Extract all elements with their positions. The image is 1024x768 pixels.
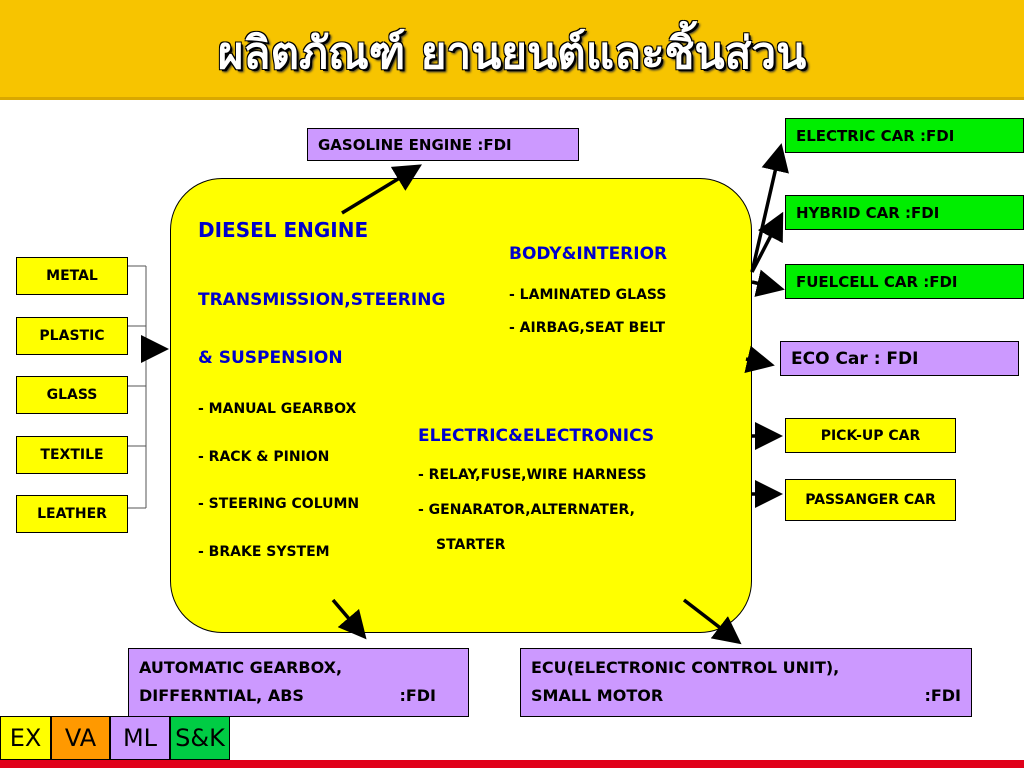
diesel-engine-label: DIESEL ENGINE — [198, 218, 369, 242]
trans-item-manual-gearbox: - MANUAL GEARBOX — [198, 401, 357, 417]
arrow-to-fuelcell-car — [751, 269, 785, 297]
elec-item-relay: - RELAY,FUSE,WIRE HARNESS — [418, 467, 647, 483]
trans-item-rack-pinion: - RACK & PINION — [198, 449, 330, 465]
legend-ex: EX — [0, 716, 51, 760]
body-interior-label: BODY&INTERIOR — [509, 244, 668, 264]
transmission-label: TRANSMISSION,STEERING — [198, 290, 446, 310]
passanger-car-box: PASSANGER CAR — [785, 479, 956, 521]
header-band: ผลิตภัณฑ์ ยานยนต์และชิ้นส่วน — [0, 0, 1024, 100]
material-leather: LEATHER — [16, 495, 128, 533]
automatic-gearbox-line1: AUTOMATIC GEARBOX, — [139, 658, 343, 677]
suspension-label: & SUSPENSION — [198, 348, 343, 368]
material-textile: TEXTILE — [16, 436, 128, 474]
electric-car-box: ELECTRIC CAR :FDI — [785, 118, 1024, 153]
material-metal: METAL — [16, 257, 128, 295]
eco-car-box: ECO Car : FDI — [780, 341, 1019, 376]
core-components-box — [170, 178, 752, 633]
gasoline-engine-box: GASOLINE ENGINE :FDI — [307, 128, 579, 161]
arrow-to-hybrid-car — [750, 211, 784, 273]
pickup-car-box: PICK-UP CAR — [785, 418, 956, 453]
arrow-to-automatic-gearbox — [331, 598, 367, 640]
arrow-to-ecu — [682, 598, 742, 645]
body-item-airbag: - AIRBAG,SEAT BELT — [509, 320, 666, 336]
arrow-to-eco-car — [744, 345, 775, 373]
material-plastic: PLASTIC — [16, 317, 128, 355]
material-glass: GLASS — [16, 376, 128, 414]
automatic-gearbox-box: AUTOMATIC GEARBOX, DIFFERNTIAL, ABS :FDI — [128, 648, 469, 717]
arrow-to-gasoline — [341, 164, 422, 215]
hybrid-car-box: HYBRID CAR :FDI — [785, 195, 1024, 230]
automatic-gearbox-fdi: :FDI — [399, 686, 436, 705]
fuelcell-car-box: FUELCELL CAR :FDI — [785, 264, 1024, 299]
electric-electronics-label: ELECTRIC&ELECTRONICS — [418, 426, 655, 446]
ecu-line1: ECU(ELECTRONIC CONTROL UNIT), — [531, 658, 840, 677]
legend-ml: ML — [110, 716, 170, 760]
trans-item-brake-system: - BRAKE SYSTEM — [198, 544, 330, 560]
ecu-fdi: :FDI — [924, 686, 961, 705]
small-motor-text: SMALL MOTOR — [531, 686, 664, 705]
differential-abs-text: DIFFERNTIAL, ABS — [139, 686, 304, 705]
footer-red-bar — [0, 760, 1024, 768]
ecu-box: ECU(ELECTRONIC CONTROL UNIT), SMALL MOTO… — [520, 648, 972, 717]
arrow-to-electric-car — [750, 143, 789, 273]
legend-va: VA — [51, 716, 110, 760]
trans-item-steering-column: - STEERING COLUMN — [198, 496, 360, 512]
page-title: ผลิตภัณฑ์ ยานยนต์และชิ้นส่วน — [217, 28, 807, 79]
body-item-laminated-glass: - LAMINATED GLASS — [509, 287, 667, 303]
material-bracket — [128, 265, 147, 509]
legend-sk: S&K — [170, 716, 230, 760]
elec-item-generator: - GENARATOR,ALTERNATER, — [418, 502, 635, 518]
elec-item-starter: STARTER — [436, 537, 506, 553]
